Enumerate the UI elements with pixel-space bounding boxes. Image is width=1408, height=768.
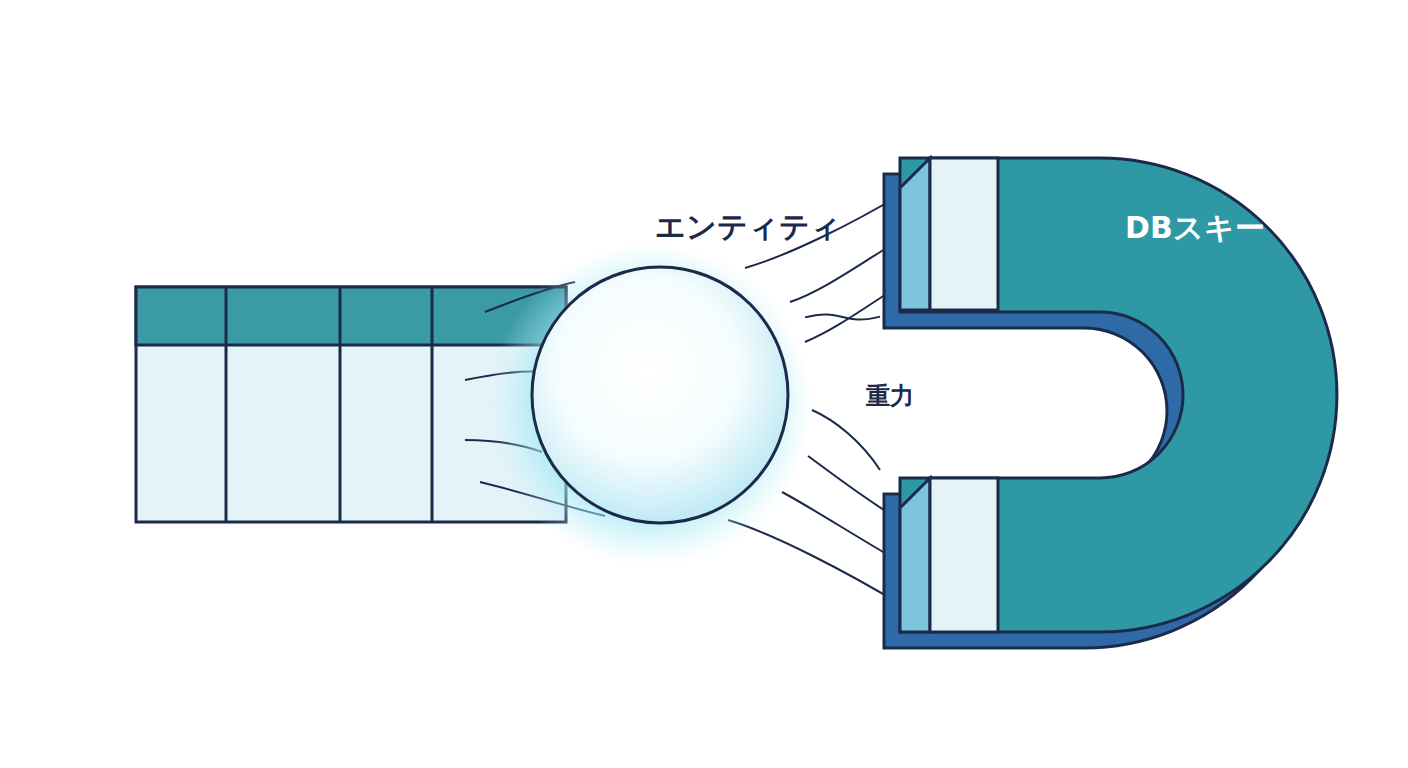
node-title: DBスキーマ bbox=[1125, 208, 1296, 249]
entity-sphere: エンティティ bbox=[520, 195, 805, 535]
gravity-line bbox=[805, 314, 880, 319]
field-lines bbox=[465, 195, 900, 604]
pole-bevel bbox=[900, 478, 930, 632]
node-heading: エンティティ bbox=[655, 207, 841, 248]
pole-face bbox=[930, 158, 998, 310]
edge-label: 重力 bbox=[866, 380, 914, 412]
entity-sphere-outline bbox=[532, 267, 788, 523]
pole-bevel bbox=[900, 158, 930, 310]
magnet-node: DBスキーマ bbox=[880, 150, 1350, 640]
pole-face bbox=[930, 478, 998, 632]
magnet-body bbox=[900, 158, 1337, 632]
sphere-glow bbox=[488, 243, 812, 567]
sphere-shape bbox=[520, 195, 805, 535]
